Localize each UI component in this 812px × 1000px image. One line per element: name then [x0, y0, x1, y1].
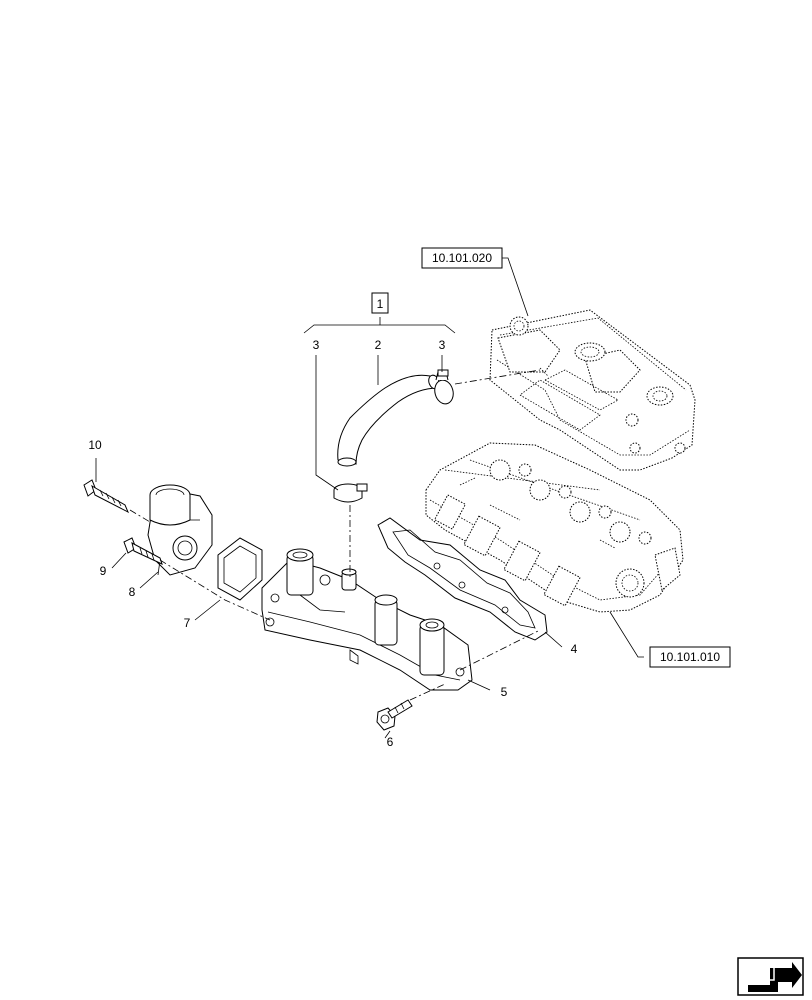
reference-label-head: 10.101.010	[660, 650, 720, 664]
exhaust-manifold-gasket	[377, 517, 548, 641]
hose-clamp-lower	[333, 483, 368, 503]
reference-box-cover[interactable]: 10.101.020	[421, 247, 503, 269]
cylinder-head-reference-part	[425, 442, 684, 613]
callout-10: 10	[88, 438, 102, 452]
bolt-9	[123, 537, 163, 565]
hose-clamp-upper	[434, 369, 454, 405]
bolt-10	[83, 479, 130, 514]
callout-7: 7	[184, 616, 191, 630]
reference-box-head[interactable]: 10.101.010	[649, 646, 731, 668]
callout-2: 2	[375, 338, 382, 352]
callout-3-lower-clamp: 3	[313, 338, 320, 352]
callout-5: 5	[501, 685, 508, 699]
exhaust-manifold	[261, 548, 473, 691]
valve-cover-reference-part	[489, 309, 696, 471]
callout-6: 6	[387, 735, 394, 749]
callout-9: 9	[100, 564, 107, 578]
callout-leaders	[95, 257, 644, 739]
reference-label-cover: 10.101.020	[432, 251, 492, 265]
callout-4: 4	[571, 642, 578, 656]
kit-group-bracket	[303, 292, 456, 334]
thermostat-housing	[147, 484, 213, 576]
breather-hose	[337, 374, 440, 467]
next-page-arrow-icon[interactable]	[737, 957, 804, 996]
callout-8: 8	[129, 585, 136, 599]
callout-1: 1	[377, 297, 384, 311]
assembly-center-lines	[129, 369, 541, 701]
callout-3-upper-clamp: 3	[439, 338, 446, 352]
bolt-6	[376, 699, 413, 731]
thermostat-housing-gasket	[217, 537, 263, 601]
